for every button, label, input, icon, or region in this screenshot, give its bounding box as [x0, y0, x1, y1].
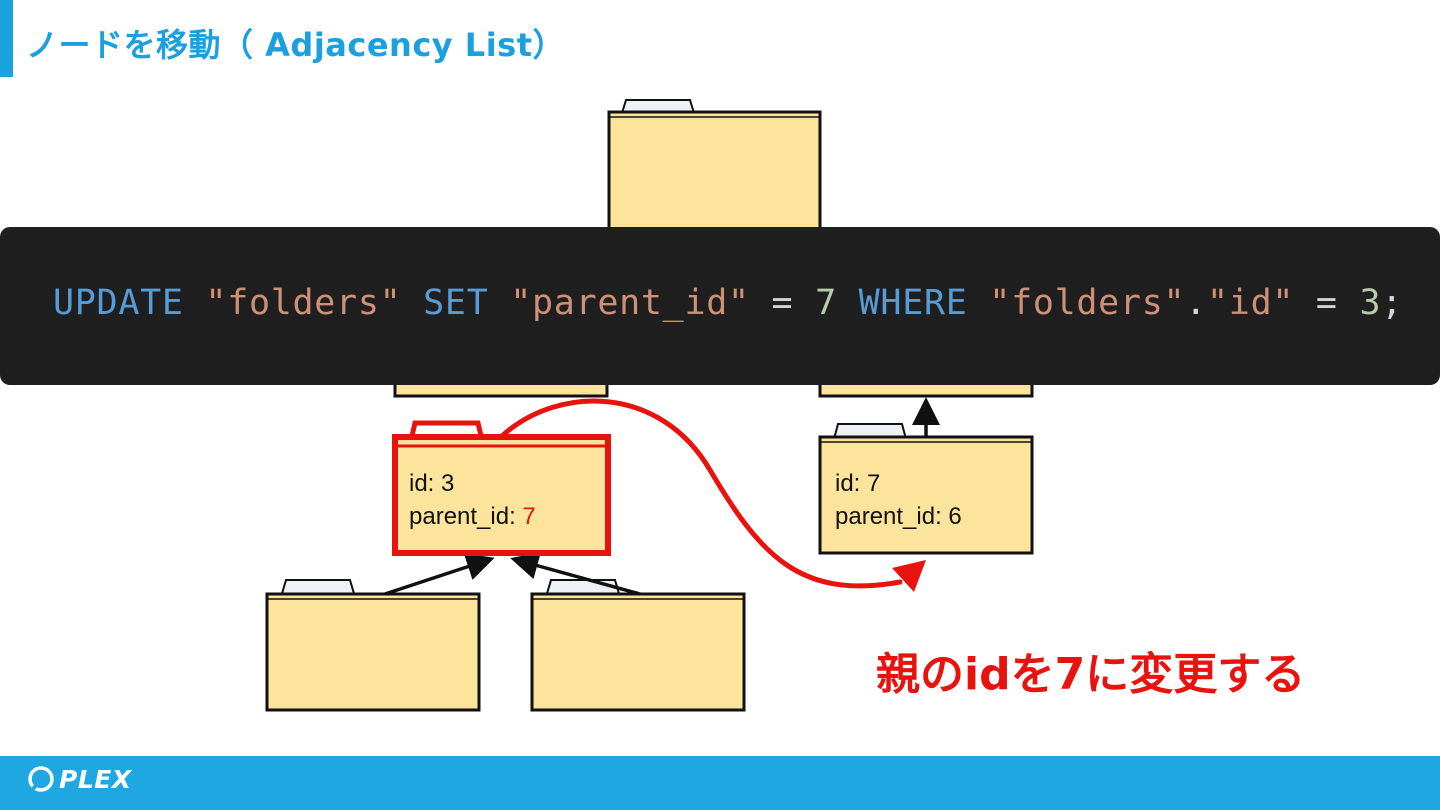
sql-token-number: 7 — [815, 283, 837, 323]
move-arrowhead — [892, 560, 926, 592]
move-arrow — [500, 398, 903, 589]
target-folder: id: 7 parent_id: 6 — [818, 423, 1034, 555]
sql-token-keyword: WHERE — [858, 283, 968, 323]
sql-token-keyword: UPDATE — [53, 283, 184, 323]
title-accent-bar — [0, 0, 13, 77]
sql-token-op — [488, 283, 510, 323]
child-right-arrow — [510, 552, 641, 596]
sql-token-op — [968, 283, 990, 323]
footer-bar: PLEX — [0, 756, 1440, 810]
moved-folder-parent-value: 7 — [522, 503, 535, 530]
moved-folder-id: id: 3 — [409, 470, 454, 497]
sql-token-op — [184, 283, 206, 323]
moved-folder-parent-label: parent_id: — [409, 503, 522, 530]
child-folder-right — [530, 579, 746, 712]
sql-token-op: = — [1294, 283, 1360, 323]
sql-token-string: "id" — [1207, 283, 1295, 323]
target-folder-id: id: 7 — [835, 470, 880, 497]
sql-token-op: = — [749, 283, 816, 323]
sql-token-string: "folders" — [205, 283, 402, 323]
sql-token-op — [401, 283, 423, 323]
sql-token-op — [837, 283, 859, 323]
sql-token-op: ; — [1381, 283, 1404, 323]
sql-token-number: 3 — [1359, 283, 1382, 323]
slide-title: ノードを移動（ Adjacency List） — [26, 26, 566, 64]
plex-logo-icon — [28, 766, 54, 792]
plex-logo: PLEX — [26, 764, 132, 794]
target-folder-parent-id: parent_id: 6 — [835, 503, 962, 530]
plex-logo-text: PLEX — [59, 764, 132, 794]
root-folder — [607, 99, 822, 244]
code-panel — [0, 227, 1440, 385]
moved-folder-parent-id: parent_id: 7 — [409, 503, 536, 530]
change-parent-note: 親のidを7に変更する — [876, 649, 1306, 700]
sql-statement: UPDATE "folders" SET "parent_id" = 7 WHE… — [53, 283, 1403, 323]
sql-token-keyword: SET — [423, 283, 489, 323]
moved-folder: id: 3 parent_id: 7 — [392, 420, 611, 556]
child-left-arrow — [384, 553, 495, 596]
sql-token-string: "parent_id" — [510, 283, 750, 323]
child-folder-left — [265, 579, 481, 712]
sql-token-op: . — [1185, 283, 1208, 323]
sql-token-string: "folders" — [989, 283, 1186, 323]
